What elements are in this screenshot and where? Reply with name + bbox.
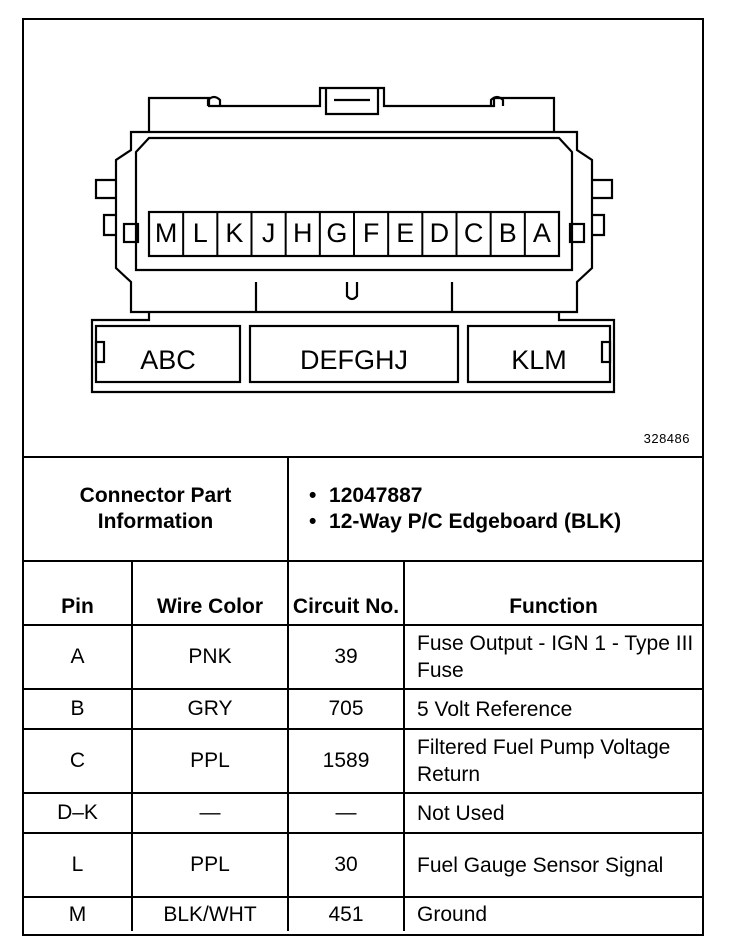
pin-label-h: H — [293, 218, 313, 248]
figure-number: 328486 — [643, 431, 690, 446]
connector-drawing — [90, 86, 616, 394]
table-row: D–K——Not Used — [24, 792, 703, 834]
cell-wire-color: BLK/WHT — [130, 896, 290, 931]
group-label-klm: KLM — [511, 345, 567, 375]
cell-wire-color: — — [130, 792, 290, 834]
cell-wire-color: GRY — [130, 688, 290, 730]
cell-circuit-no: 451 — [287, 896, 406, 931]
cell-circuit-no: 39 — [287, 624, 406, 690]
cell-wire-color: PPL — [130, 832, 290, 898]
cell-pin: L — [24, 832, 133, 898]
cell-function: Filtered Fuel Pump Voltage Return — [403, 728, 703, 794]
pin-label-m: M — [154, 218, 178, 248]
pin-label-d: D — [429, 218, 450, 248]
cell-wire-color: PNK — [130, 624, 290, 690]
header-pin: Pin — [24, 560, 133, 626]
cell-pin: B — [24, 688, 133, 730]
connector-info-row: Connector Part Information 12047887 12-W… — [24, 456, 703, 562]
cell-pin: A — [24, 624, 133, 690]
cell-circuit-no: 1589 — [287, 728, 406, 794]
connector-info-cell: 12047887 12-Way P/C Edgeboard (BLK) — [287, 456, 703, 562]
header-function: Function — [403, 560, 703, 626]
pin-label-c: C — [463, 218, 484, 248]
pin-label-k: K — [225, 218, 244, 248]
pin-label-j: J — [261, 218, 276, 248]
pin-label-e: E — [396, 218, 415, 248]
cell-pin: M — [24, 896, 133, 931]
cell-circuit-no: — — [287, 792, 406, 834]
connector-info-title: Connector Part Information — [24, 456, 290, 562]
cell-function: Fuse Output - IGN 1 - Type III Fuse — [403, 624, 703, 690]
part-number: 12047887 — [309, 483, 702, 509]
group-label-abc: ABC — [140, 345, 196, 375]
cell-circuit-no: 705 — [287, 688, 406, 730]
table-header-row: Pin Wire Color Circuit No. Function — [24, 560, 703, 626]
cell-function: Ground — [403, 896, 703, 931]
connector-info-list: 12047887 12-Way P/C Edgeboard (BLK) — [289, 477, 702, 541]
cell-pin: C — [24, 728, 133, 794]
pin-label-a: A — [532, 218, 551, 248]
pin-label-g: G — [326, 218, 348, 248]
pin-label-b: B — [498, 218, 517, 248]
cell-function: 5 Volt Reference — [403, 688, 703, 730]
cell-pin: D–K — [24, 792, 133, 834]
header-wire-color: Wire Color — [130, 560, 290, 626]
pin-label-f: F — [362, 218, 380, 248]
connector-type: 12-Way P/C Edgeboard (BLK) — [309, 509, 702, 535]
cell-function: Fuel Gauge Sensor Signal — [403, 832, 703, 898]
pinout-table: Connector Part Information 12047887 12-W… — [24, 456, 703, 931]
pin-label-l: L — [192, 218, 208, 248]
cell-function: Not Used — [403, 792, 703, 834]
cell-wire-color: PPL — [130, 728, 290, 794]
header-circuit-no: Circuit No. — [287, 560, 406, 626]
cell-circuit-no: 30 — [287, 832, 406, 898]
group-label-defghj: DEFGHJ — [300, 345, 408, 375]
